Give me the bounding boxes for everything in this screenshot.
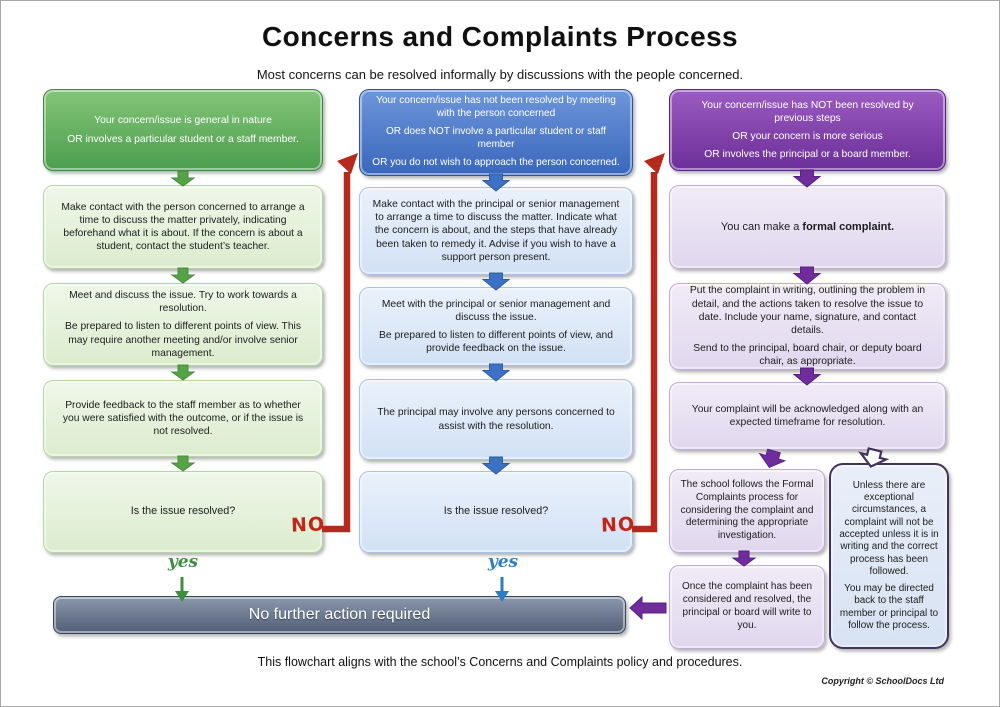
green-step-3-box: Provide feedback to the staff member as … [43,380,323,457]
purple-header-box: Your concern/issue has NOT been resolved… [669,89,946,171]
page-subtitle: Most concerns can be resolved informally… [256,67,744,82]
blue-question-box: Is the issue resolved? [359,471,633,553]
green-header-box: Your concern/issue is general in nature … [43,89,323,171]
footer-note: This flowchart aligns with the school’s … [257,655,743,669]
exception-note-box: Unless there are exceptional circumstanc… [829,463,949,649]
purple-step-5-box: Once the complaint has been considered a… [669,565,825,649]
box-paragraph: Meet with the principal or senior manage… [381,298,611,323]
box-paragraph: OR involves the principal or a board mem… [704,149,911,161]
box-paragraph: Put the complaint in writing, outlining … [689,285,926,336]
box-paragraph: Be prepared to listen to different point… [379,330,613,355]
box-paragraph: Make contact with the person concerned t… [61,201,305,253]
box-paragraph: Make contact with the principal or senio… [372,199,620,263]
blue-step-1-box: Make contact with the principal or senio… [359,187,633,275]
box-paragraph: Meet and discuss the issue. Try to work … [69,290,297,315]
box-paragraph: OR does NOT involve a particular student… [385,126,607,150]
box-paragraph: You may be directed back to the staff me… [839,583,939,631]
no-label-green: NO [290,513,326,537]
box-paragraph: OR involves a particular student or a st… [67,133,299,145]
yes-label-blue: yes [487,552,519,572]
box-paragraph: The school follows the Formal Complaints… [680,479,814,542]
box-paragraph: Is the issue resolved? [130,505,236,518]
blue-step-2-box: Meet with the principal or senior manage… [359,287,633,366]
box-paragraph: Your complaint will be acknowledged alon… [691,403,924,428]
box-paragraph: Your concern/issue has NOT been resolved… [701,99,914,124]
purple-step-2-box: Put the complaint in writing, outlining … [669,283,946,370]
purple-step-4-box: The school follows the Formal Complaints… [669,469,825,553]
box-paragraph: Is the issue resolved? [443,505,549,518]
box-paragraph: Unless there are exceptional circumstanc… [839,479,939,577]
final-action-label: No further action required [248,605,431,623]
formal-complaint-bold: formal complaint. [802,220,895,233]
no-label-blue: NO [600,513,636,537]
purple-step-1-box: You can make a formal complaint. [669,185,946,269]
box-paragraph: Provide feedback to the staff member as … [62,399,304,438]
box-paragraph: OR you do not wish to approach the perso… [372,156,620,168]
green-step-2-box: Meet and discuss the issue. Try to work … [43,283,323,366]
final-action-box: No further action required [53,596,626,634]
box-paragraph: Once the complaint has been considered a… [681,581,813,631]
purple-step-3-box: Your complaint will be acknowledged alon… [669,382,946,450]
box-paragraph: OR your concern is more serious [732,131,883,142]
box-paragraph: The principal may involve any persons co… [377,407,615,432]
box-paragraph: Send to the principal, board chair, or d… [693,343,922,368]
blue-step-3-box: The principal may involve any persons co… [359,379,633,460]
box-paragraph: You can make a formal complaint. [721,220,894,234]
box-paragraph: Your concern/issue is general in nature [94,115,272,127]
page-title: Concerns and Complaints Process [261,21,739,52]
green-question-box: Is the issue resolved? [43,471,323,553]
blue-header-box: Your concern/issue has not been resolved… [359,89,633,176]
box-paragraph: Be prepared to listen to different point… [64,321,301,359]
box-paragraph: Your concern/issue has not been resolved… [376,95,616,120]
yes-label-green: yes [167,552,199,572]
green-step-1-box: Make contact with the person concerned t… [43,185,323,269]
formal-complaint-prefix: You can make a [720,220,803,233]
copyright-notice: Copyright © SchoolDocs Ltd [821,676,944,686]
